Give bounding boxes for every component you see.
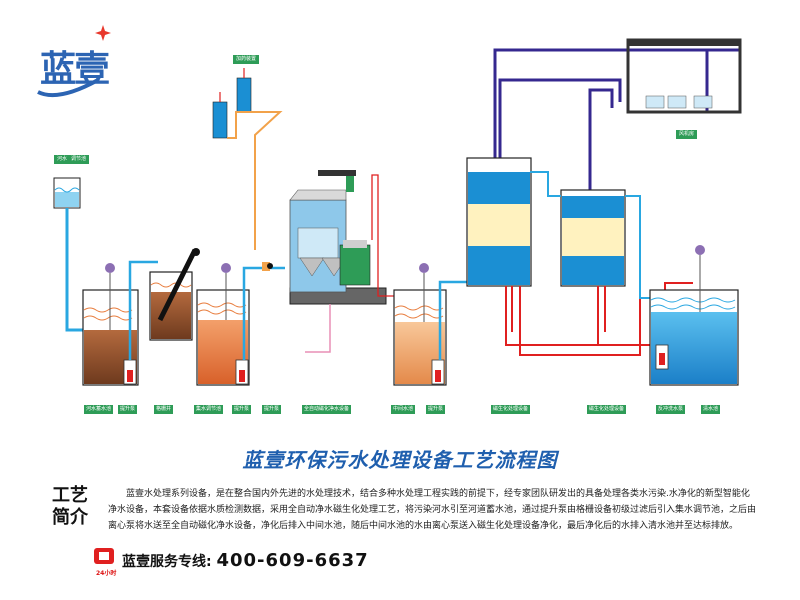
service-hotline: 蓝壹服务专线: 400-609-6637 [122, 550, 369, 571]
collection-tank [196, 263, 250, 386]
process-intro-text: 蓝壹水处理系列设备，是在整合国内外先进的水处理技术，结合多种水处理工程实践的前提… [108, 489, 757, 531]
label-screen: 格栅井 [154, 405, 174, 414]
label-regulation-top: 调节池 [68, 155, 90, 164]
pipe-to-magnetic-device [242, 266, 285, 360]
pipe-magnetic-to-middle [371, 174, 400, 297]
valve-icon [262, 262, 270, 271]
label-fan-room: 风机房 [676, 130, 698, 139]
label-magnetic-device: 全自动磁化净水设备 [302, 405, 352, 414]
pipe-middle-to-bio [438, 280, 470, 360]
pipe-storage-to-screen [128, 260, 158, 360]
magnetic-bio-tank-1 [466, 157, 532, 287]
hotline-label: 蓝壹服务专线: [122, 554, 212, 570]
label-collection-tank: 集水调节池 [194, 405, 224, 414]
magnetic-bio-tank-2 [560, 189, 626, 287]
side-title-line-1: 工艺 [52, 485, 88, 506]
pipe-magnetic-sludge [305, 304, 331, 353]
clean-water-tank [649, 245, 739, 386]
label-dosing-device: 加药装置 [233, 55, 260, 64]
hotline-hours: 24小时 [96, 570, 117, 577]
label-river-water: 河水 [54, 155, 71, 164]
screen-well-tank [149, 248, 200, 341]
logo-icon [37, 25, 111, 98]
hotline-number: 400-609-6637 [216, 550, 369, 571]
flow-meter-icon [267, 263, 273, 269]
page-title: 蓝壹环保污水处理设备工艺流程图 [242, 448, 558, 472]
blower-icons [645, 95, 713, 109]
middle-tank [393, 263, 447, 386]
side-title: 工艺 简介 [52, 485, 88, 529]
pipe-river-to-storage [65, 208, 85, 332]
label-lift-pump-2: 提升泵 [232, 405, 252, 414]
magnetic-purification-device [289, 170, 387, 305]
label-middle-tank: 中间水池 [391, 405, 416, 414]
label-river-storage: 河水蓄水池 [84, 405, 114, 414]
dosing-device [212, 68, 283, 250]
side-title-line-2: 简介 [52, 507, 88, 528]
label-lift-pump-3: 提升泵 [426, 405, 446, 414]
label-backwash-pump: 反冲洗水泵 [656, 405, 686, 414]
river-inlet-tank [53, 177, 81, 209]
phone-icon [94, 548, 114, 564]
label-magnetic-bio-2: 磁生化处理设备 [587, 405, 627, 414]
logo-text: 蓝壹 [40, 48, 110, 90]
label-lift-pump-2b: 提升泵 [262, 405, 282, 414]
label-magnetic-bio-1: 磁生化处理设备 [491, 405, 531, 414]
label-clean-tank: 清水池 [701, 405, 721, 414]
label-lift-pump-1: 提升泵 [118, 405, 138, 414]
